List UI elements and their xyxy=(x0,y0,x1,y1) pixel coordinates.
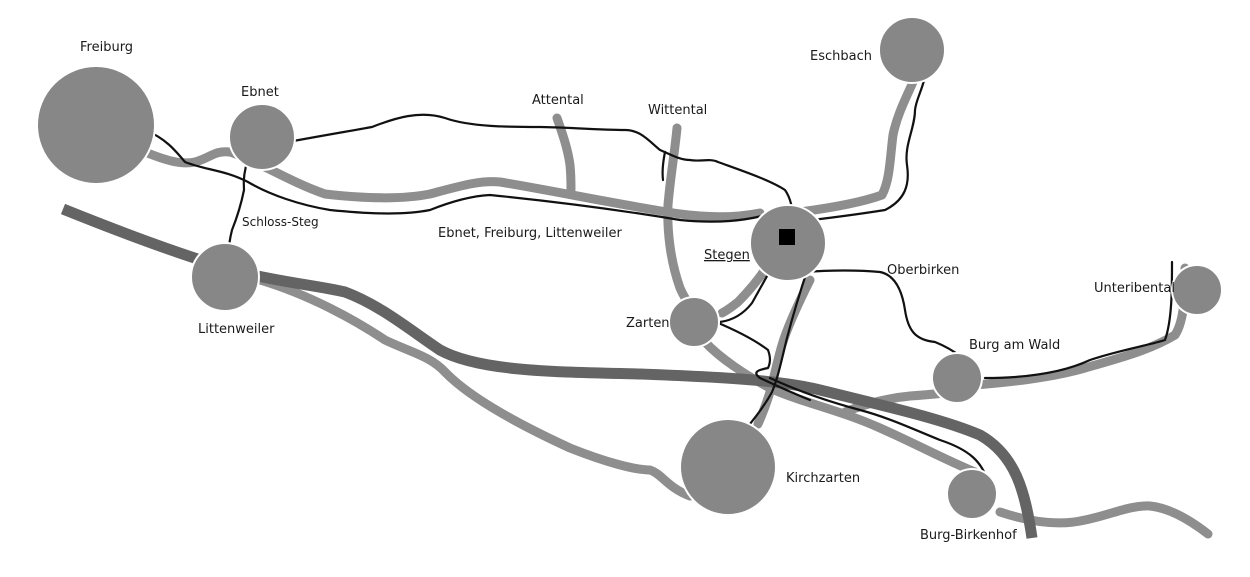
label-burg-birkenhof: Burg-Birkenhof xyxy=(920,528,1017,543)
label-kirchzarten: Kirchzarten xyxy=(786,471,860,486)
label-littenweiler: Littenweiler xyxy=(198,322,275,337)
label-ebnet: Ebnet xyxy=(241,85,279,100)
towns xyxy=(36,16,1223,520)
labels: Freiburg Ebnet Attental Wittental Eschba… xyxy=(80,40,1175,543)
route-burgamwald-unteribental xyxy=(983,260,1174,380)
route-wittental-spur xyxy=(661,150,667,182)
town-kirchzarten[interactable] xyxy=(679,418,777,516)
town-littenweiler[interactable] xyxy=(190,242,260,312)
road-stegen-eschbach xyxy=(795,77,918,217)
town-zarten[interactable] xyxy=(668,296,720,348)
road-wittental xyxy=(663,123,695,310)
label-unteribental: Unteribental xyxy=(1094,281,1175,296)
road-attental xyxy=(552,113,576,195)
label-oberbirken: Oberbirken xyxy=(887,263,959,278)
label-freiburg: Freiburg xyxy=(80,40,133,55)
route-oberbirken-burgamwald xyxy=(803,269,984,380)
route-zarten-south xyxy=(714,320,812,402)
route-stegen-eschbach xyxy=(793,78,926,224)
label-ebnet-freiburg-littenweiler: Ebnet, Freiburg, Littenweiler xyxy=(438,226,623,241)
label-eschbach: Eschbach xyxy=(810,49,872,64)
road-zarten-burgbirkenhof xyxy=(700,337,980,477)
square-marker-icon xyxy=(779,229,795,245)
route-freiburg-ebnet-stegen xyxy=(143,128,795,224)
label-stegen: Stegen xyxy=(704,248,750,263)
route-stegen-kirchzarten xyxy=(743,266,810,432)
road-freiburg-stegen xyxy=(140,147,765,222)
town-burg-am-wald[interactable] xyxy=(931,352,983,404)
routes xyxy=(143,78,1174,484)
town-ebnet[interactable] xyxy=(228,103,296,171)
town-eschbach[interactable] xyxy=(878,16,946,84)
label-schloss-steg: Schloss-Steg xyxy=(242,215,319,229)
label-wittental: Wittental xyxy=(648,103,707,118)
town-freiburg[interactable] xyxy=(36,65,156,185)
route-ebnet-attental xyxy=(286,113,795,224)
route-schloss-steg xyxy=(227,158,250,252)
route-kirchzarten-burgbirkenhof xyxy=(768,376,990,484)
label-zarten: Zarten xyxy=(626,316,670,331)
road-littenweiler-kirchzarten xyxy=(255,275,695,501)
label-attental: Attental xyxy=(532,93,584,108)
road-stegen-zarten xyxy=(717,257,775,318)
road-burgbirkenhof-east xyxy=(995,501,1213,539)
label-burg-am-wald: Burg am Wald xyxy=(969,338,1060,353)
town-burg-birkenhof[interactable] xyxy=(946,468,998,520)
town-unteribental[interactable] xyxy=(1171,264,1223,316)
